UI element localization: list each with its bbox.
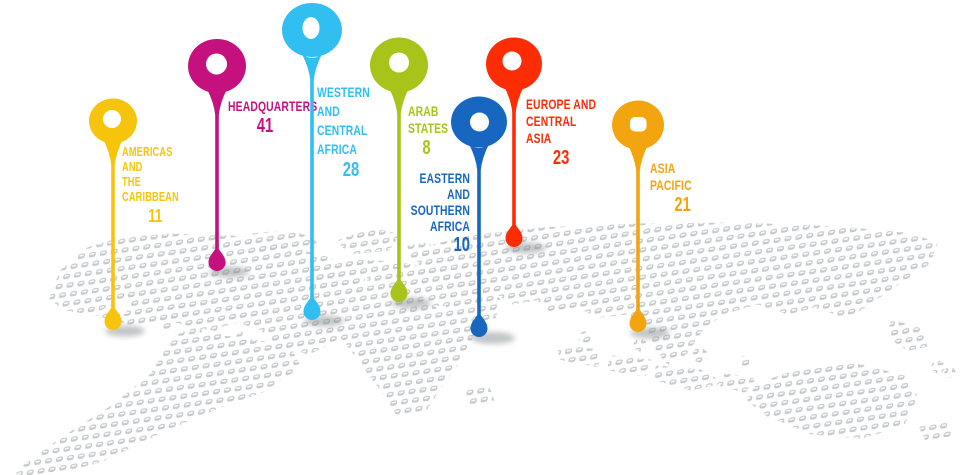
island-madagascar	[465, 384, 495, 408]
pin-label-line: AFRICA	[429, 218, 470, 234]
balloon-pin-icon	[282, 3, 342, 320]
continents	[15, 222, 956, 475]
continent-greenland	[249, 229, 317, 255]
pin-value: 23	[552, 147, 570, 169]
pin-label-line: EUROPE AND	[526, 96, 597, 112]
pin-label-line: AFRICA	[317, 141, 358, 157]
island-japan	[887, 319, 931, 351]
pin-value: 28	[342, 159, 360, 181]
pin-value: 41	[256, 115, 274, 137]
continent-africa	[305, 259, 501, 416]
island-caribbean	[162, 320, 174, 332]
pin-label-line: HEADQUARTERS	[228, 98, 318, 114]
pin-label-line: CENTRAL ASIA	[526, 113, 577, 146]
pin-label-line: ARAB	[408, 103, 439, 119]
pin-value: 8	[422, 137, 431, 159]
islands-indonesia	[719, 373, 755, 393]
balloon-pin-icon	[370, 37, 428, 302]
pin-value: 21	[674, 194, 691, 216]
balloon-inner-circle	[103, 110, 121, 128]
balloon-inner-circle	[389, 52, 409, 73]
pin-label-line: AND CENTRAL	[317, 103, 368, 138]
pin-label-line: STATES	[408, 120, 449, 136]
continent-eurasia	[417, 222, 938, 365]
pin-label: ASIA PACIFIC 21	[650, 160, 715, 216]
pin-label-line: WESTERN	[317, 84, 370, 100]
continent-australia	[747, 363, 919, 439]
pin-label: EUROPE AND CENTRAL ASIA 23	[526, 96, 596, 169]
balloon-inner-oval	[302, 17, 320, 39]
balloon-pin-icon	[188, 39, 246, 271]
pin-label-line: THE CARIBBEAN	[122, 175, 179, 204]
balloon-pin-icon	[451, 96, 507, 337]
pin-value: 11	[148, 206, 163, 226]
balloon-inner-circle	[206, 53, 227, 75]
pin-label: AMERICAS AND THE CARIBBEAN 11	[122, 145, 189, 227]
continent-south-america	[15, 331, 301, 475]
pin-value: 10	[453, 234, 470, 256]
island-dot	[692, 347, 708, 363]
balloon-pin-icon	[89, 98, 137, 330]
map-sparkles	[360, 276, 447, 313]
islands-indonesia	[557, 345, 603, 367]
balloon-inner-circle	[470, 112, 489, 132]
island-dot	[738, 355, 752, 369]
pin-label: WESTERN AND CENTRAL AFRICA 28	[317, 83, 385, 181]
island-caribbean	[236, 332, 248, 344]
balloon-pin-icon	[612, 100, 664, 332]
island-caribbean	[190, 324, 202, 336]
pin-label-line: SOUTHERN	[410, 202, 470, 218]
islands-indonesia	[607, 355, 653, 377]
pin-label: EASTERN AND SOUTHERN AFRICA 10	[400, 170, 470, 256]
continent-scandinavia	[337, 227, 399, 255]
island-caribbean	[212, 328, 224, 340]
balloon-inner-square	[630, 117, 647, 132]
island-dot	[931, 360, 945, 374]
islands-indonesia	[653, 365, 721, 391]
pin-label-line: EASTERN AND	[419, 170, 470, 202]
island-dot	[944, 366, 956, 378]
island-dot	[633, 338, 647, 352]
pin-label-line: ASIA PACIFIC	[650, 160, 692, 193]
pin-label: HEADQUARTERS 41	[228, 98, 318, 137]
pin-label: ARAB STATES 8	[408, 103, 449, 159]
balloon-inner-circle	[502, 51, 522, 71]
pin-label-line: AMERICAS AND	[122, 145, 173, 174]
island-new-zealand	[919, 421, 953, 443]
island-dot	[578, 331, 592, 345]
balloon-pin-icon	[486, 37, 542, 248]
